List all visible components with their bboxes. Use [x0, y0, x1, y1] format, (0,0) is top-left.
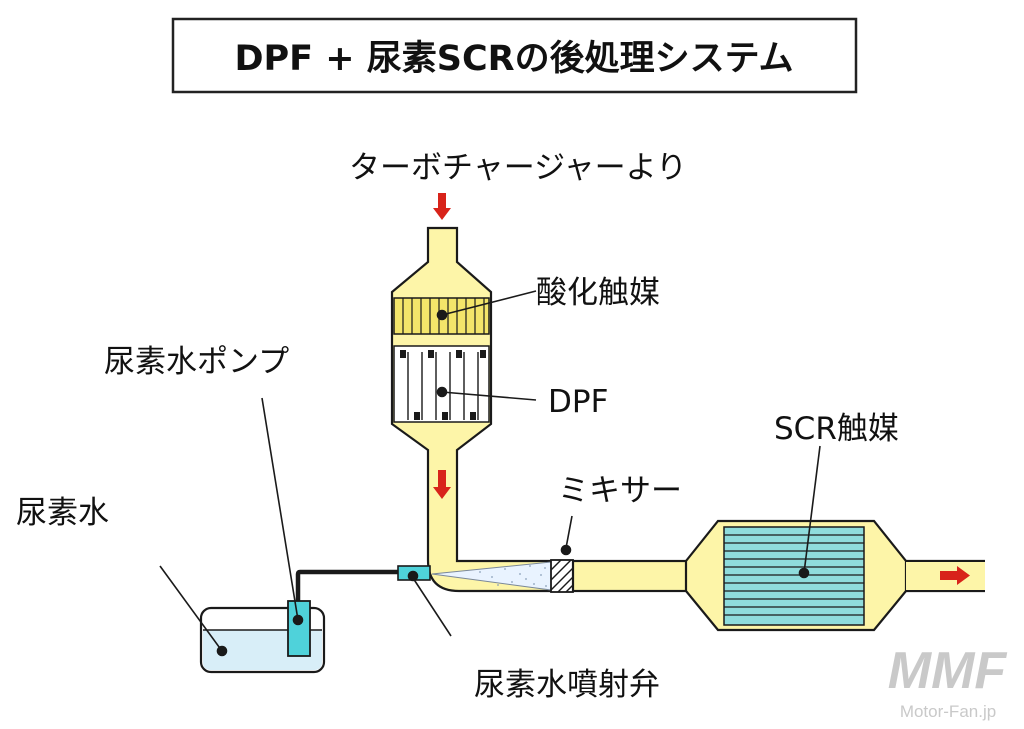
oxidation-catalyst-label: 酸化触媒: [536, 275, 660, 311]
oxidation-catalyst: [393, 297, 490, 335]
mixer-marker: [560, 544, 572, 556]
turbo-label: ターボチャージャーより: [349, 150, 687, 186]
dpf-label: DPF: [548, 384, 608, 420]
motorfan-watermark: MMF Motor-Fan.jp: [888, 642, 1008, 721]
scr-catalyst-block: [723, 526, 865, 626]
pump-marker: [292, 614, 304, 626]
oxidation-catalyst-marker: [436, 309, 448, 321]
urea-water-label: 尿素水: [16, 495, 109, 531]
scr-catalyst-label: SCR触媒: [774, 411, 899, 447]
urea-pump-label: 尿素水ポンプ: [104, 344, 289, 380]
urea-injector-label: 尿素水噴射弁: [474, 667, 660, 703]
mixer: [550, 559, 574, 593]
urea-supply-line: [295, 569, 400, 601]
title-box: DPF + 尿素SCRの後処理システム: [171, 17, 858, 94]
downpipe-flow-arrow: [433, 470, 451, 499]
page-title: DPF + 尿素SCRの後処理システム: [234, 39, 793, 79]
scr-marker: [798, 567, 810, 579]
scr-housing: [684, 519, 908, 632]
watermark-site: Motor-Fan.jp: [900, 702, 996, 721]
leader-lines: [159, 290, 821, 657]
dpf-marker: [436, 386, 448, 398]
injector-marker: [407, 570, 419, 582]
mixer-label: ミキサー: [558, 473, 682, 509]
mixer-to-scr-pipe: [571, 559, 690, 593]
watermark-logo: MMF: [888, 642, 1008, 700]
outlet-flow-arrow: [940, 566, 970, 585]
urea-pump: [287, 600, 311, 657]
dpf-filter: [393, 345, 490, 423]
inlet-flow-arrow: [433, 193, 451, 220]
tank-marker: [216, 645, 228, 657]
